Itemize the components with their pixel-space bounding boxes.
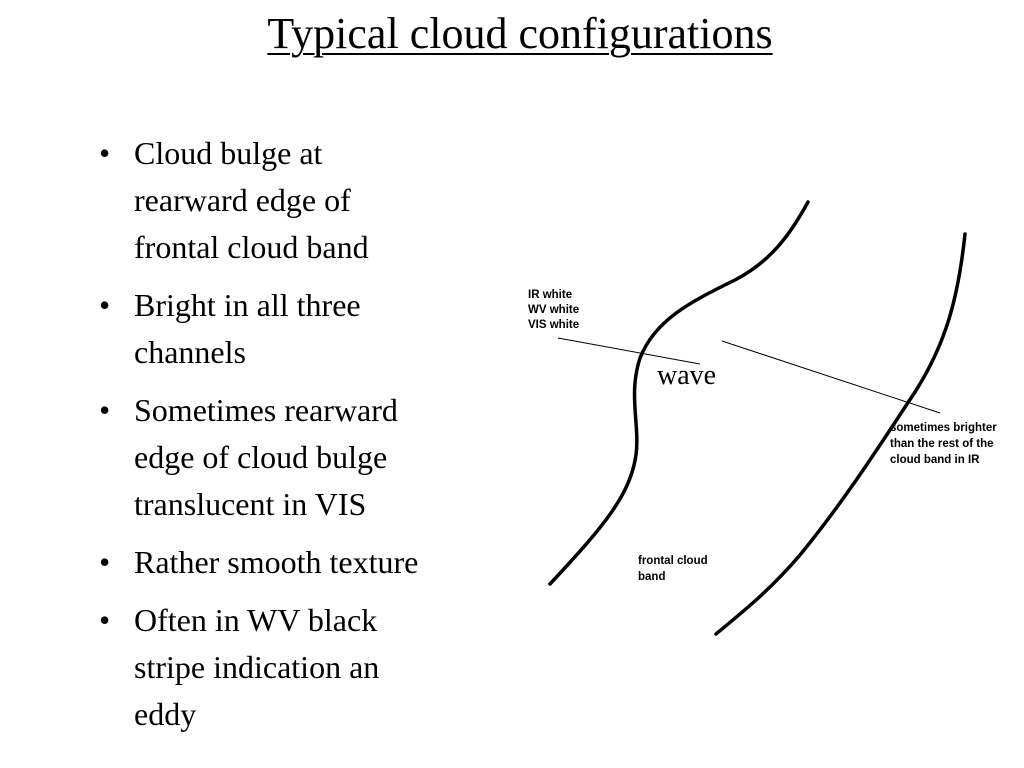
bullet-line: Sometimes rearward: [134, 392, 398, 428]
bullet-line: frontal cloud band: [134, 229, 369, 265]
brighter-label-line: than the rest of the: [890, 438, 994, 450]
bullet-line: stripe indication an: [134, 649, 380, 685]
bullet-dot: •: [99, 135, 111, 171]
rear-edge-curve: [548, 200, 810, 586]
bullet-dot: •: [99, 544, 111, 580]
bullet-dot: •: [99, 287, 111, 323]
brighter-label-line: sometimes brighter: [890, 422, 997, 434]
slide-title: Typical cloud configurations: [267, 9, 773, 58]
bullet-item: • Often in WV black stripe indication an…: [94, 597, 514, 738]
bullet-line: Bright in all three: [134, 287, 361, 323]
frontal-band-label-line: band: [638, 571, 665, 583]
brighter-label: sometimes brighter than the rest of the …: [890, 422, 1000, 466]
frontal-band-label-line: frontal cloud: [638, 555, 708, 567]
channels-label-line: IR white: [528, 289, 572, 301]
bullet-line: edge of cloud bulge: [134, 439, 388, 475]
bullet-item: • Bright in all three channels: [94, 282, 514, 376]
channels-label: IR white WV white VIS white: [528, 289, 582, 331]
front-edge-curve: [714, 232, 967, 636]
frontal-band-label: frontal cloud band: [638, 555, 711, 583]
bullet-line: Often in WV black: [134, 602, 378, 638]
bullet-line: eddy: [134, 696, 197, 732]
channels-label-line: WV white: [528, 304, 579, 316]
bullet-line: channels: [134, 334, 246, 370]
brighter-leader-line: [721, 340, 941, 414]
brighter-label-line: cloud band in IR: [890, 454, 980, 466]
bullet-line: translucent in VIS: [134, 486, 367, 522]
bullet-item: • Sometimes rearward edge of cloud bulge…: [94, 387, 514, 528]
wave-label: wave: [657, 360, 716, 391]
bullet-line: rearward edge of: [134, 182, 351, 218]
bullet-list: • Cloud bulge at rearward edge of fronta…: [94, 130, 514, 749]
bullet-dot: •: [99, 392, 111, 428]
bullet-item: • Cloud bulge at rearward edge of fronta…: [94, 130, 514, 271]
bullet-dot: •: [99, 602, 111, 638]
bullet-item: • Rather smooth texture: [94, 539, 514, 586]
bullet-line: Rather smooth texture: [134, 544, 419, 580]
channels-label-line: VIS white: [528, 319, 579, 331]
bullet-line: Cloud bulge at: [134, 135, 323, 171]
channels-leader-line: [557, 337, 701, 365]
